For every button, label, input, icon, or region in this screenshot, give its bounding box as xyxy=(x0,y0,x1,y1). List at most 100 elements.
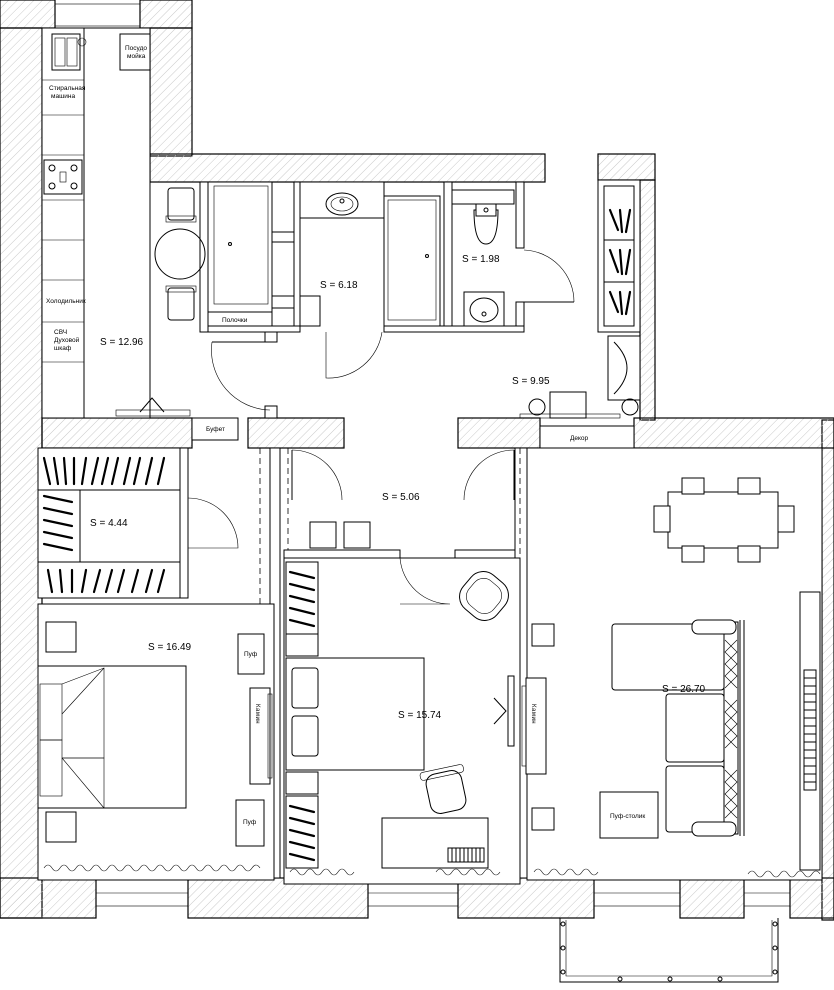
sofa-pillows xyxy=(724,639,738,819)
curtain xyxy=(435,868,501,876)
bath-cabinet xyxy=(299,295,321,327)
buffet-label: Буфет xyxy=(206,426,225,433)
chair xyxy=(167,187,195,221)
microwave-label-1: СВЧ xyxy=(54,329,67,336)
sofa-arm xyxy=(691,619,737,635)
living-room: Камин Пуф-столик xyxy=(521,447,823,881)
pillow xyxy=(39,739,63,797)
area-corridor: S = 5.06 xyxy=(382,492,420,503)
radiator-3 xyxy=(803,669,817,791)
chair xyxy=(681,545,705,563)
hall-lamp xyxy=(621,398,639,416)
hall-mirror xyxy=(613,341,628,395)
wall-mid-right xyxy=(457,417,541,449)
burner-icon xyxy=(70,182,78,190)
radiator-fins xyxy=(451,848,481,862)
sofa-arm xyxy=(691,821,737,837)
faucet-icon xyxy=(77,37,87,47)
wall-mid-center xyxy=(247,417,345,449)
bath-wall-stub xyxy=(271,231,295,243)
corridor-door-swing-right xyxy=(463,449,515,501)
partition-bedroom2-top-a xyxy=(283,549,401,559)
wc-tank xyxy=(451,189,515,205)
radiator-2 xyxy=(447,847,485,863)
wall-top-kitchen xyxy=(139,0,193,29)
pillow xyxy=(291,715,319,757)
chair xyxy=(681,477,705,495)
area-bedroom1: S = 16.49 xyxy=(148,642,192,653)
basin xyxy=(325,192,359,216)
bedroom-2: S = 15.74 xyxy=(283,557,521,885)
closet-hangers-top xyxy=(288,570,316,628)
bedroom2-tv xyxy=(507,675,515,747)
dining-table xyxy=(667,491,779,549)
radiator-fins xyxy=(804,677,816,783)
burner-icon xyxy=(70,164,78,172)
desk-chair xyxy=(419,764,467,814)
wardrobe-door-swing xyxy=(187,497,239,549)
wc-wall-right xyxy=(515,181,525,249)
curtain xyxy=(289,868,355,876)
radiator xyxy=(115,409,191,417)
bedroom2-door-swing xyxy=(399,557,451,605)
area-wardrobe: S = 4.44 xyxy=(90,518,128,529)
wall-left xyxy=(0,27,43,919)
corridor-door-swing-left xyxy=(291,449,343,501)
chair xyxy=(737,477,761,495)
bath-wall-bottom xyxy=(207,325,301,333)
wc: S = 1.98 xyxy=(451,189,575,327)
chair xyxy=(737,545,761,563)
wall-bottom-1 xyxy=(0,877,97,919)
wall-bottom-5 xyxy=(789,877,834,919)
washer-label-1: Стиральная xyxy=(49,85,86,92)
fireplace-label-2: Камин xyxy=(530,704,536,724)
wall-mid-left xyxy=(41,417,193,449)
wc-wall-left xyxy=(443,181,453,333)
burner-icon xyxy=(48,182,56,190)
wall-bottom-4 xyxy=(679,877,745,919)
window-top xyxy=(54,3,141,27)
bedroom2-nightstand-top xyxy=(285,633,319,657)
bedroom-1: Пуф Пуф Камин S = 16.49 xyxy=(37,603,275,881)
pouf-top xyxy=(237,633,265,675)
wall-bottom-3 xyxy=(457,877,595,919)
wall-bottom-2 xyxy=(187,877,369,919)
wardrobe-hangers xyxy=(42,456,166,594)
nightstand xyxy=(45,811,77,843)
wardrobe: S = 4.44 xyxy=(37,447,239,599)
sofa-back xyxy=(723,621,739,835)
bed-double xyxy=(37,665,187,809)
bath-door-swing xyxy=(325,331,383,379)
pouf-table xyxy=(599,791,659,839)
wall-mid-far-right xyxy=(633,417,834,449)
sofa-section xyxy=(665,693,725,763)
area-bath: S = 6.18 xyxy=(320,280,358,291)
hall-lamp xyxy=(528,398,546,416)
bath-wall-left xyxy=(199,181,209,333)
hall-mirror-cabinet xyxy=(607,335,641,401)
toilet xyxy=(473,209,499,245)
bath-basin-counter xyxy=(299,181,385,219)
side-table xyxy=(531,807,555,831)
stove xyxy=(43,159,83,195)
fridge-label: Холодильник xyxy=(46,298,86,305)
microwave-label-2: Духовой xyxy=(54,336,80,344)
bedroom2-nightstand-bottom xyxy=(285,771,319,795)
hall-closet-hangers xyxy=(604,208,634,316)
curtain xyxy=(533,868,599,876)
area-bedroom2: S = 15.74 xyxy=(398,710,442,721)
hall: S = 9.95 xyxy=(512,185,641,419)
pouf-top-label: Пуф xyxy=(244,651,258,658)
wc-sink xyxy=(469,297,499,323)
balcony xyxy=(559,918,779,983)
shelves xyxy=(207,311,273,327)
closet-hangers-bottom xyxy=(288,804,316,862)
wc-wall-bottom xyxy=(383,325,525,333)
fireplace-bedroom1 xyxy=(249,687,271,785)
fireplace-living xyxy=(525,677,547,775)
walls xyxy=(0,0,834,921)
pillow xyxy=(291,667,319,709)
microwave-label-3: шкаф xyxy=(54,345,72,352)
burner-icon xyxy=(48,164,56,172)
